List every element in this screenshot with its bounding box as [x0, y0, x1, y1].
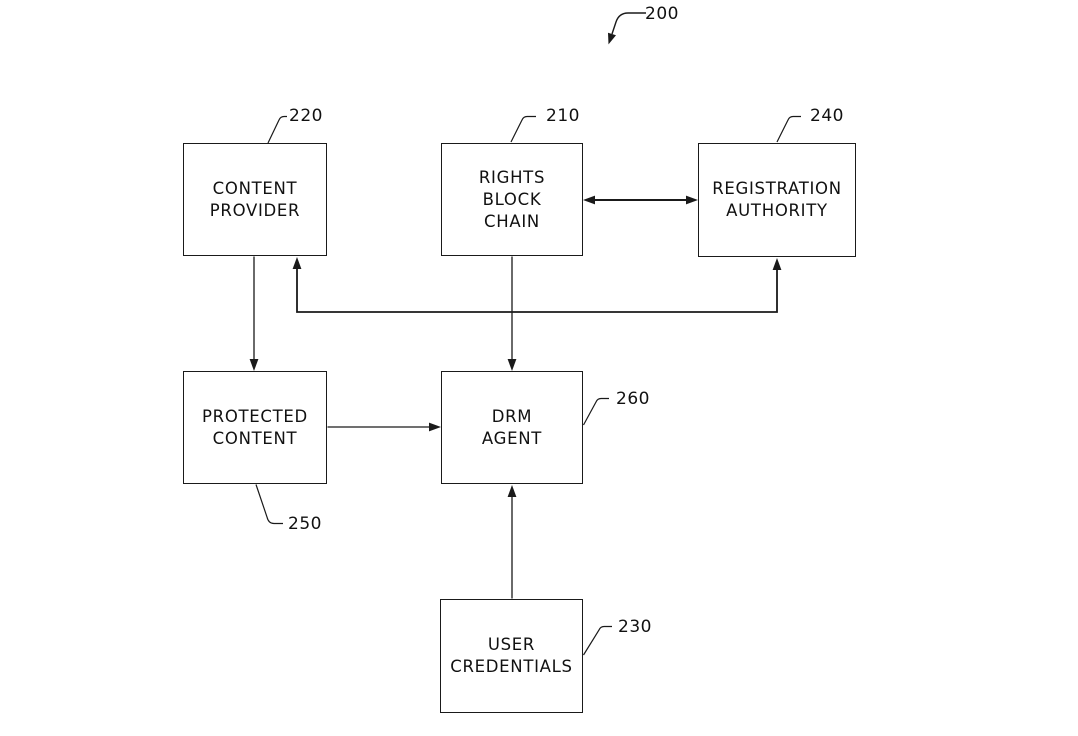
shared-bus-arrows: [292, 257, 782, 313]
ref-number-rights-block-chain: 210: [546, 106, 580, 126]
leader-240: [776, 115, 801, 143]
figure-ref-number: 200: [645, 4, 679, 24]
leader-260: [582, 397, 609, 426]
node-user-credentials-label: USER CREDENTIALS: [450, 635, 573, 676]
arrow-rights-block-chain-to-drm-agent: [507, 256, 517, 371]
ref-number-registration-authority: 240: [810, 106, 844, 126]
leader-220: [267, 115, 287, 144]
node-content-provider-label: CONTENT PROVIDER: [209, 178, 301, 220]
node-rights-block-chain: RIGHTS BLOCK CHAIN: [441, 143, 583, 256]
leader-230: [582, 625, 612, 656]
node-drm-agent: DRM AGENT: [441, 371, 583, 484]
node-registration-authority: REGISTRATION AUTHORITY: [698, 143, 856, 257]
arrow-user-credentials-to-drm-agent: [507, 485, 517, 599]
ref-leader-lines: [255, 115, 801, 656]
node-protected-content: PROTECTED CONTENT: [183, 371, 327, 484]
node-rights-block-chain-label: RIGHTS BLOCK CHAIN: [478, 167, 546, 231]
node-registration-authority-label: REGISTRATION AUTHORITY: [712, 179, 842, 220]
arrow-protected-content-to-drm-agent: [327, 422, 441, 432]
node-user-credentials: USER CREDENTIALS: [440, 599, 583, 713]
leader-250: [255, 484, 283, 525]
double-arrow-rights-block-chain-registration-authority: [583, 195, 698, 205]
ref-number-content-provider: 220: [289, 106, 323, 126]
ref-number-user-credentials: 230: [618, 617, 652, 637]
arrow-content-provider-to-protected-content: [249, 256, 259, 371]
figure-ref-leader-arrow: [608, 12, 646, 45]
ref-number-drm-agent: 260: [616, 389, 650, 409]
node-drm-agent-label: DRM AGENT: [481, 406, 543, 448]
node-protected-content-label: PROTECTED CONTENT: [202, 406, 308, 448]
node-content-provider: CONTENT PROVIDER: [183, 143, 327, 256]
ref-number-protected-content: 250: [288, 514, 322, 534]
leader-210: [510, 115, 536, 143]
